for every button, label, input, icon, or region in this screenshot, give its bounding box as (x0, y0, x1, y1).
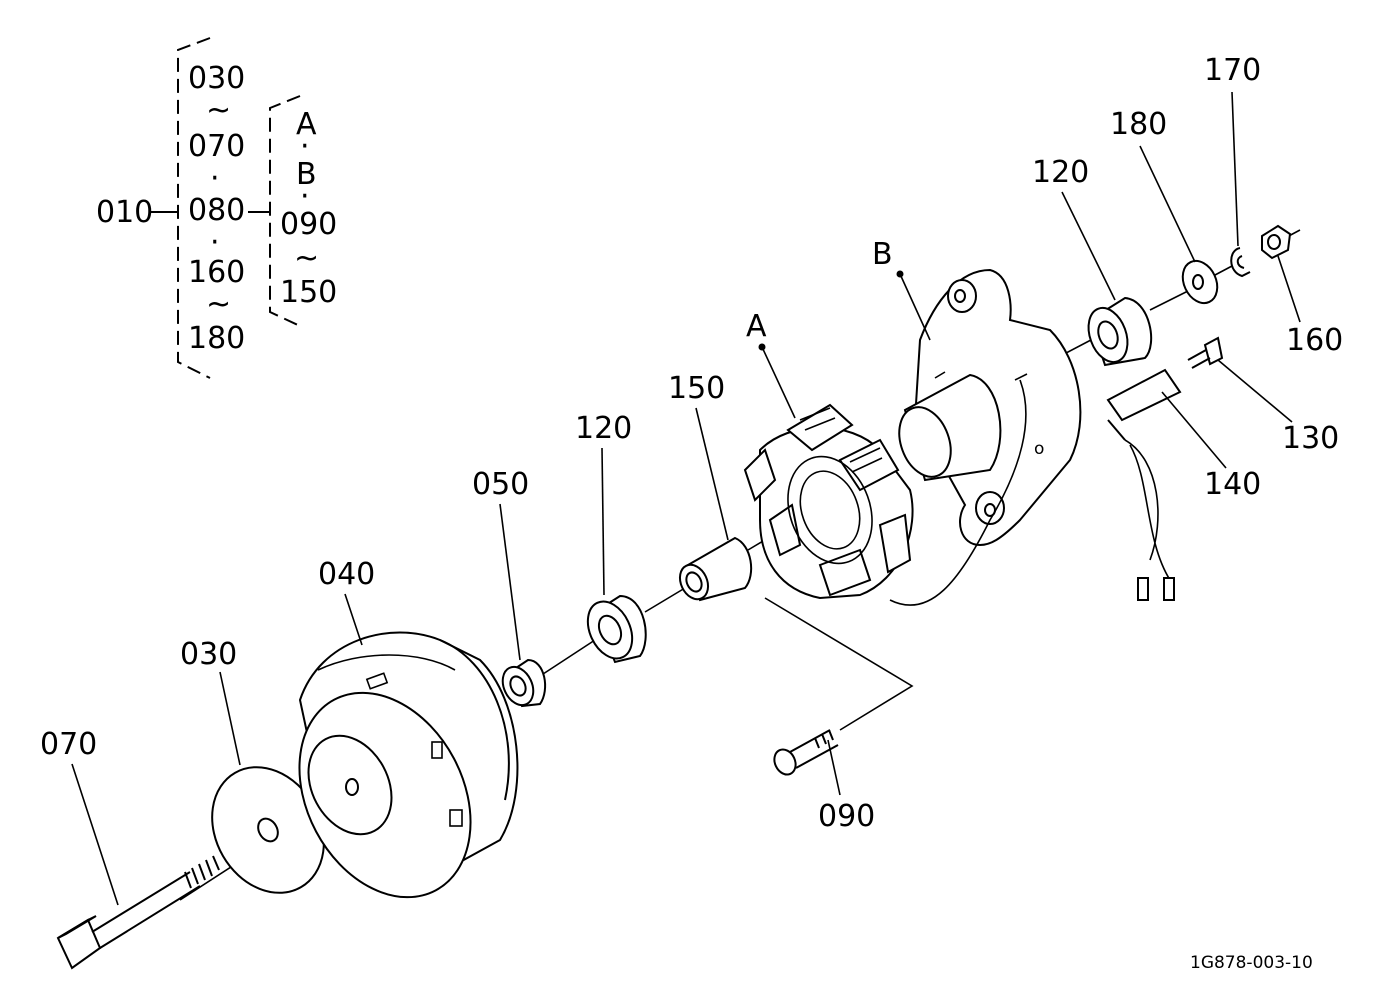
left-list: 030 ~ 070 · 080 · 160 ~ 180 (188, 61, 245, 356)
label-120-right: 120 (1032, 155, 1089, 190)
bearing-120-left (586, 594, 647, 664)
nut-160 (1261, 224, 1292, 260)
label-180: 180 (1110, 107, 1167, 142)
rotor-040 (298, 631, 519, 899)
label-a: A (746, 309, 767, 344)
label-070: 070 (40, 727, 97, 762)
left-list-item: 180 (188, 321, 245, 356)
group-bracket: 010 030 ~ 070 · 080 · 160 ~ 180 A · B · … (96, 37, 337, 379)
left-list-item: 160 (188, 255, 245, 290)
left-list-item: 080 (188, 193, 245, 228)
screw-130 (1187, 336, 1224, 369)
label-030: 030 (180, 637, 237, 672)
label-050: 050 (472, 467, 529, 502)
clip-170 (1230, 247, 1251, 278)
left-list-item: · (210, 161, 220, 196)
svg-text:o: o (1034, 439, 1044, 459)
label-160: 160 (1286, 323, 1343, 358)
sleeve-150 (678, 536, 753, 602)
spacer-050 (501, 658, 547, 708)
part-labels: 030 040 070 050 120 150 090 A B 120 180 … (40, 53, 1343, 906)
bearing-120-right (1087, 296, 1153, 367)
right-list-item: 150 (280, 275, 337, 310)
housing-b: o (889, 268, 1082, 606)
left-list-item: 070 (188, 129, 245, 164)
label-040: 040 (318, 557, 375, 592)
right-list-item: ~ (294, 241, 319, 276)
washer-180 (1181, 259, 1219, 305)
bolt-070 (56, 855, 220, 970)
left-list-item: ~ (206, 93, 231, 128)
right-list-item: 090 (280, 207, 337, 242)
label-b: B (872, 237, 893, 272)
left-list-item: 030 (188, 61, 245, 96)
right-list-item: · (300, 129, 310, 164)
right-list-item: B (296, 157, 317, 192)
left-list-item: · (210, 225, 220, 260)
label-120-left: 120 (575, 411, 632, 446)
left-list-item: ~ (206, 287, 231, 322)
label-090: 090 (818, 799, 875, 834)
brush-140 (1106, 368, 1182, 601)
label-170: 170 (1204, 53, 1261, 88)
right-list-item: A (296, 107, 317, 142)
label-010: 010 (96, 195, 153, 230)
label-150: 150 (668, 371, 725, 406)
right-list-item: · (300, 179, 310, 214)
right-list: A · B · 090 ~ 150 (280, 107, 337, 310)
bolt-090 (764, 597, 914, 776)
label-140: 140 (1204, 467, 1261, 502)
drawing-code: 1G878-003-10 (1190, 953, 1313, 973)
stator-a (743, 403, 914, 600)
label-130: 130 (1282, 421, 1339, 456)
